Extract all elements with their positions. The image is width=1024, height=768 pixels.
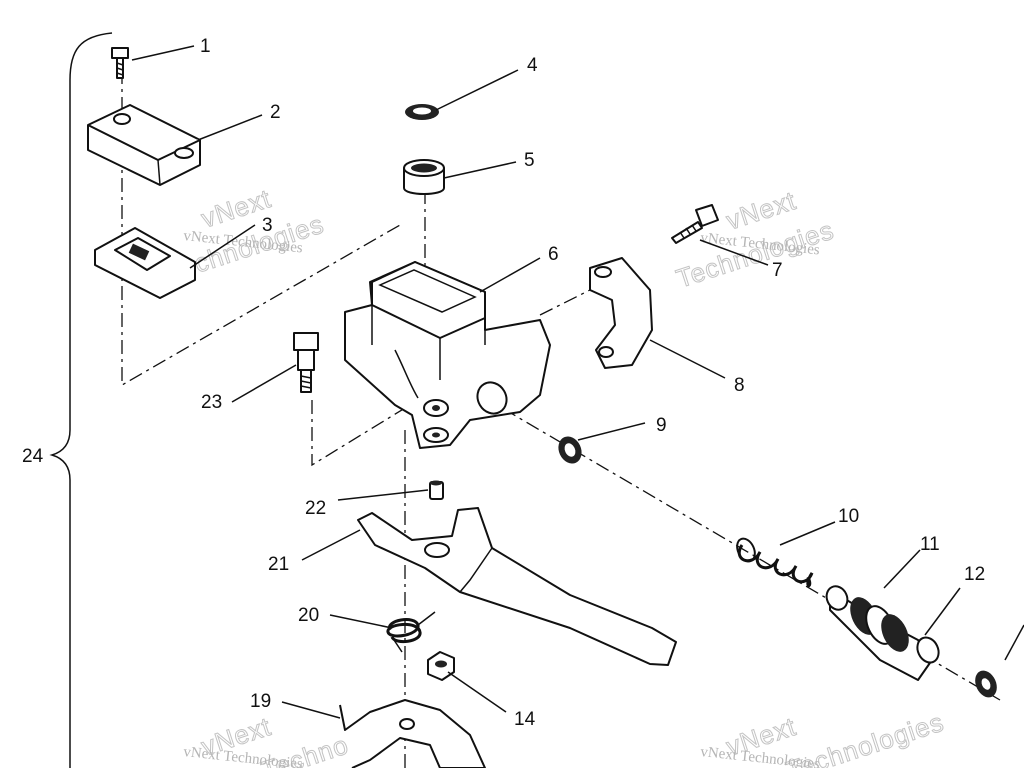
- callout-11: 11: [920, 534, 940, 555]
- center-line-bolt: [311, 400, 411, 467]
- callout-6: 6: [548, 244, 559, 265]
- callout-24: 24: [22, 446, 44, 467]
- screw-part-1: [111, 47, 129, 79]
- callout-7: 7: [772, 260, 783, 281]
- clamp-part-8: [589, 257, 653, 369]
- callout-3: 3: [262, 215, 273, 236]
- callout-5: 5: [524, 150, 535, 171]
- watermark-top-right: vNext Technologies vNext Technologies: [672, 185, 838, 295]
- master-cylinder-body-part-6: [344, 261, 551, 449]
- assembly-brace: [49, 32, 113, 768]
- callout-12: 12: [964, 564, 985, 585]
- washer-part-9: [558, 436, 582, 464]
- o-ring-part-4: [405, 104, 439, 120]
- nut-part-14: [427, 651, 455, 681]
- callout-9: 9: [656, 415, 667, 436]
- bolt-part-7: [671, 204, 719, 244]
- sleeve-part-5: [403, 159, 445, 195]
- callout-22: 22: [305, 498, 326, 519]
- pin-part-22: [429, 480, 444, 500]
- callout-2: 2: [270, 102, 281, 123]
- leader-lines: [131, 45, 1024, 719]
- callout-1: 1: [200, 36, 211, 57]
- pivot-bolt-part-23: [293, 332, 319, 393]
- callout-20: 20: [298, 605, 319, 626]
- piston-part-11-12: [825, 585, 940, 681]
- spring-part-10: [736, 537, 814, 587]
- end-washer: [975, 670, 997, 698]
- bracket-part-19: [339, 699, 486, 768]
- callout-19: 19: [250, 691, 271, 712]
- lever-spring-part-20: [386, 611, 436, 653]
- callout-23: 23: [201, 392, 222, 413]
- brake-lever-part-21: [357, 507, 677, 666]
- reservoir-cover-part-2: [87, 104, 201, 186]
- callout-21: 21: [268, 554, 289, 575]
- watermark-bottom-right: vNext Technologies vNext Technologies: [700, 706, 949, 768]
- callout-4: 4: [527, 55, 538, 76]
- callout-8: 8: [734, 375, 745, 396]
- callout-14: 14: [514, 709, 536, 730]
- callout-10: 10: [838, 506, 859, 527]
- diaphragm-part-3: [94, 227, 196, 299]
- callouts: 1 2 3 4 5 6 7 8 9 10 11 12 14 19 20 21 2…: [22, 36, 985, 730]
